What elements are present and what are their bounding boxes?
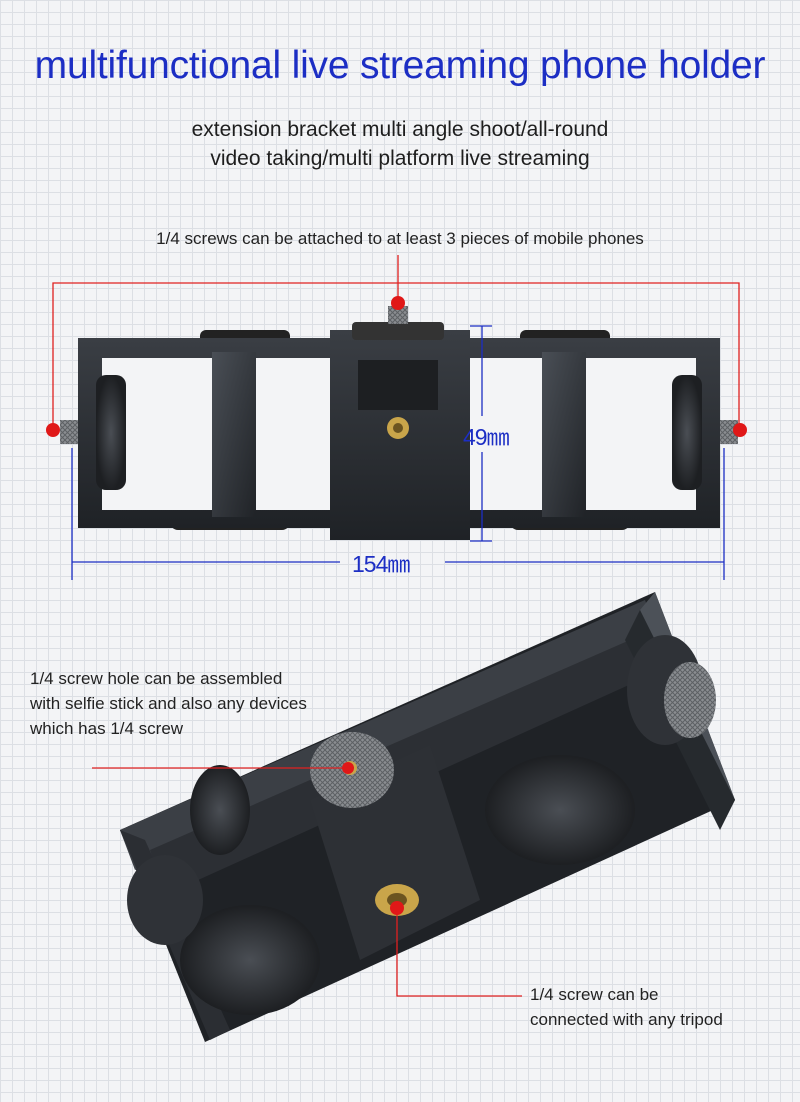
tripod-callout-line-1: 1/4 screw can be [530,985,659,1004]
screw-hole-callout-line-2: with selfie stick and also any devices [30,694,307,713]
side-knob-left [96,375,126,490]
side-knob-right [672,375,702,490]
tripod-callout-text: 1/4 screw can be connected with any trip… [530,982,790,1032]
width-dimension-label: 154㎜ [352,551,410,577]
bottom-callout-lines [92,767,522,997]
screw-hole-callout-line-1: 1/4 screw hole can be assembled [30,669,283,688]
bar-left [212,352,256,517]
subtitle-line-1: extension bracket multi angle shoot/all-… [191,118,609,141]
marker-top [391,296,405,310]
side-screw-angled [664,662,716,738]
subtitle-line-2: video taking/multi platform live streami… [210,147,590,170]
top-knob [352,322,444,340]
page-title: multifunctional live streaming phone hol… [34,44,766,87]
tripod-callout-line-2: connected with any tripod [530,1010,723,1029]
knob-1 [190,765,250,855]
screws-callout-text: 1/4 screws can be attached to at least 3… [156,229,644,248]
marker-left [46,423,60,437]
top-screw [388,306,408,324]
height-dimension-label: 49㎜ [463,424,510,450]
marker-right [733,423,747,437]
knob-3 [180,905,320,1015]
screws-callout-lines [52,255,740,430]
center-mount-slot [358,360,438,410]
knob-2 [485,755,635,865]
side-screw-left [60,420,78,444]
marker-tripod [390,901,404,915]
screw-hole-callout-line-3: which has 1/4 screw [30,719,184,738]
marker-screw-hole [342,762,354,774]
side-screw-right [720,420,738,444]
screw-hole-callout-text: 1/4 screw hole can be assembled with sel… [30,666,390,741]
bar-right [542,352,586,517]
holder-front-view [60,306,738,540]
dimension-lines [71,325,725,580]
holder-angled-view [120,592,735,1042]
